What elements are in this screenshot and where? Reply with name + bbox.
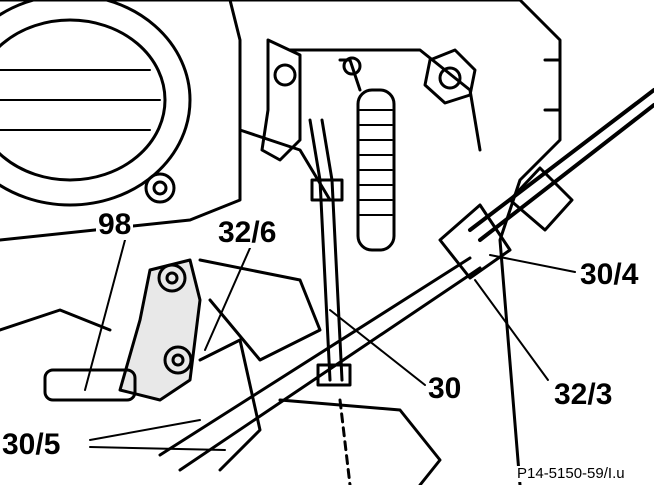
housing: [183, 0, 562, 485]
bellcrank: [0, 258, 442, 485]
label-30-5: 30/5: [0, 428, 63, 461]
leader-lines: [84, 239, 576, 451]
accelerator-cable: [158, 88, 654, 472]
label-98: 98: [96, 208, 134, 241]
figure-reference: P14-5150-59/I.u: [517, 465, 625, 482]
label-30-4: 30/4: [578, 258, 641, 291]
spring-rod: [338, 56, 396, 252]
label-32-3: 32/3: [552, 378, 615, 411]
label-32-6: 32/6: [216, 216, 279, 249]
label-30: 30: [426, 372, 464, 405]
throttle-lever: [260, 38, 352, 387]
throttle-body: [0, 0, 242, 242]
